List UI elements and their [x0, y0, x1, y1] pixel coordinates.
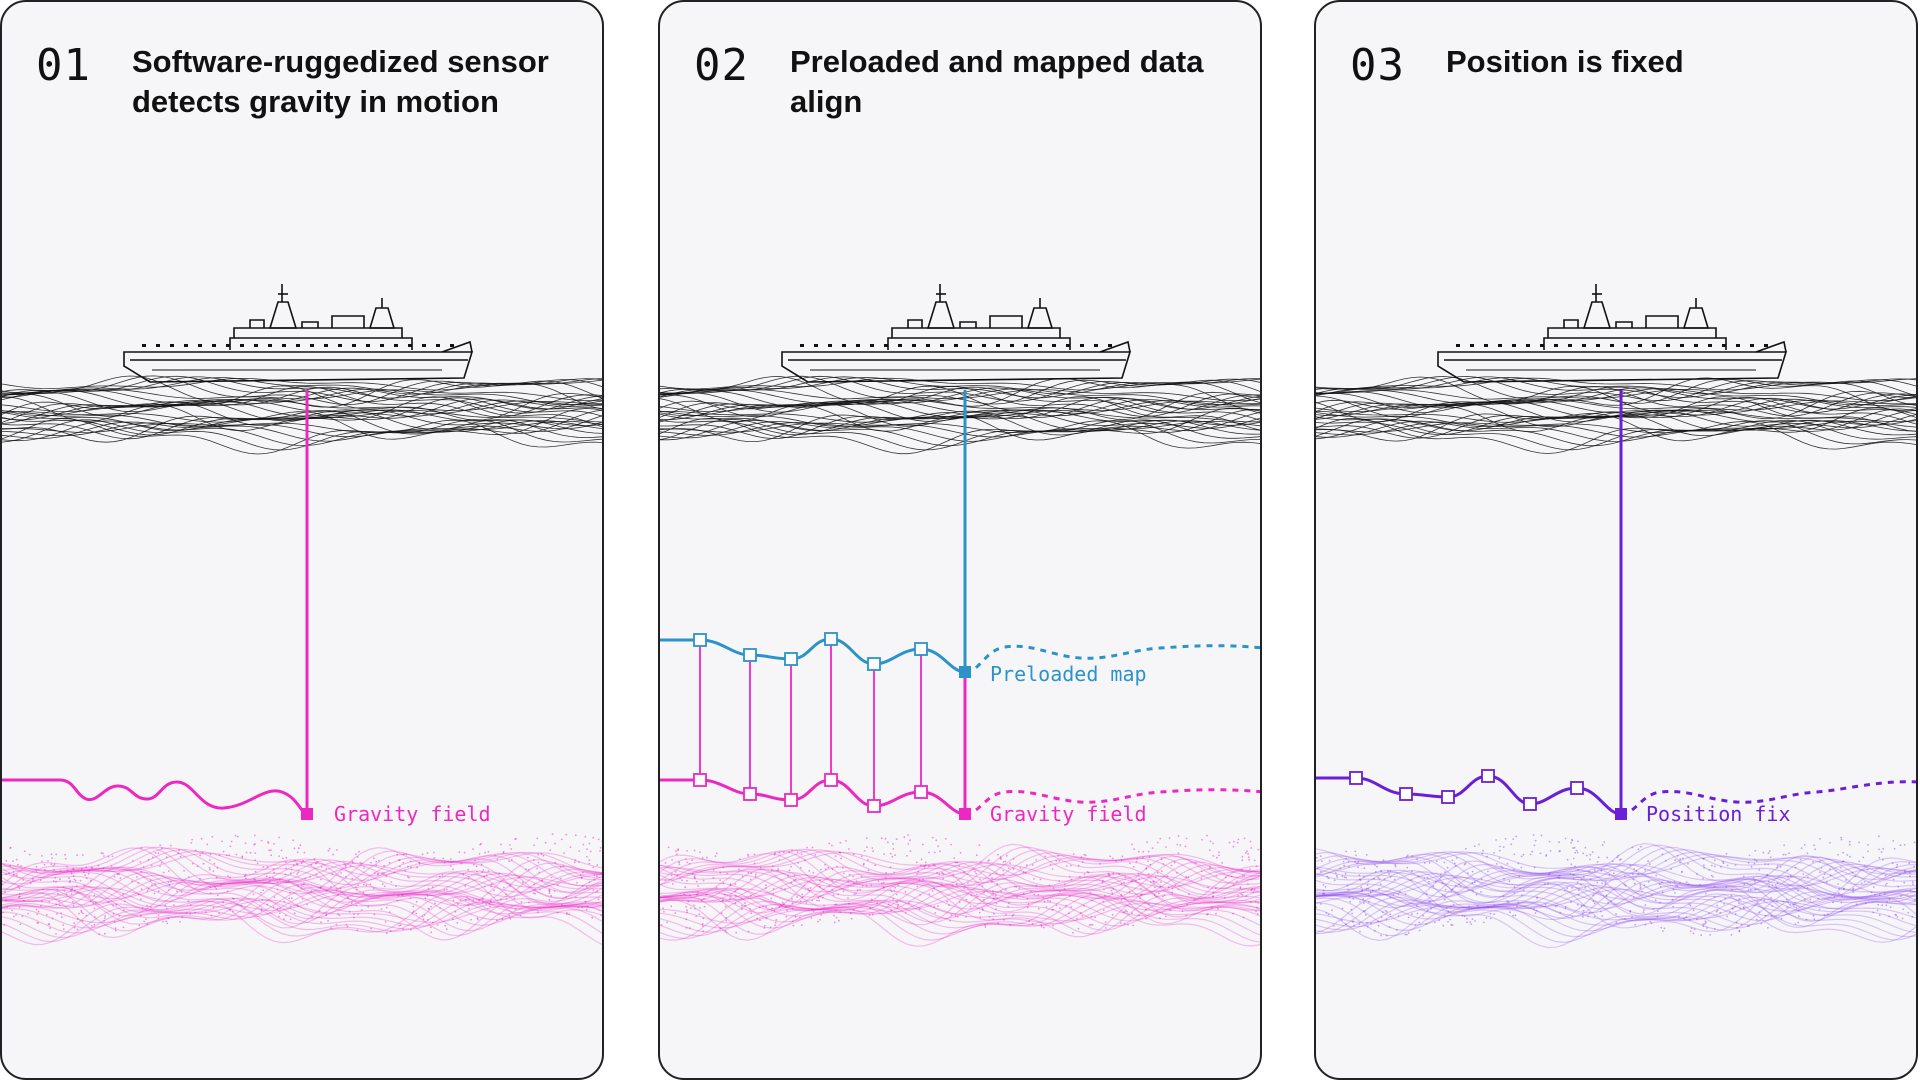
gravity-point-cloud-icon	[2, 833, 602, 946]
step-title: Software-ruggedized sensor detects gravi…	[132, 44, 549, 119]
position-fix-marker	[1615, 808, 1627, 820]
ship-icon	[1437, 284, 1788, 383]
gravity-point-cloud-icon	[660, 834, 1260, 947]
preloaded-map-markers	[693, 632, 928, 671]
position-fix-label: Position fix	[1646, 802, 1791, 826]
position-point-cloud-icon	[1316, 834, 1916, 949]
preloaded-map-marker	[959, 666, 971, 678]
preloaded-map-projection	[964, 644, 1260, 674]
gravity-field-label: Gravity field	[334, 802, 491, 826]
step-panel-3: 03 Position is fixed Position fix	[1314, 0, 1918, 1080]
position-markers	[1349, 769, 1584, 811]
gravity-field-line	[2, 778, 308, 816]
step-title: Position is fixed	[1446, 44, 1684, 79]
step-panel-2: 02 Preloaded and mapped data align	[658, 0, 1262, 1080]
gravity-field-projection	[964, 788, 1260, 816]
step-panel-1: 01 Software-ruggedized sensor detects gr…	[0, 0, 604, 1080]
gravity-field-marker	[301, 808, 313, 820]
ocean-waves-icon	[660, 375, 1260, 455]
step-number: 01	[36, 40, 91, 91]
step-number: 02	[694, 40, 749, 91]
preloaded-map-label: Preloaded map	[990, 662, 1147, 686]
step-3-illustration: Position fix	[1316, 284, 1916, 949]
step-number: 03	[1350, 40, 1405, 91]
step-2-illustration: Preloaded map Gravity field	[660, 284, 1260, 947]
gravity-field-marker	[959, 808, 971, 820]
gravity-field-markers	[693, 773, 928, 813]
step-1-illustration: Gravity field	[2, 284, 602, 946]
ship-icon	[123, 284, 474, 383]
ocean-waves-icon	[1316, 376, 1916, 454]
ocean-waves-icon	[2, 375, 602, 455]
step-title: Preloaded and mapped data align	[790, 44, 1204, 119]
gravity-field-label: Gravity field	[990, 802, 1147, 826]
position-projection	[1620, 780, 1916, 816]
alignment-connectors	[699, 639, 922, 806]
ship-icon	[781, 284, 1132, 383]
